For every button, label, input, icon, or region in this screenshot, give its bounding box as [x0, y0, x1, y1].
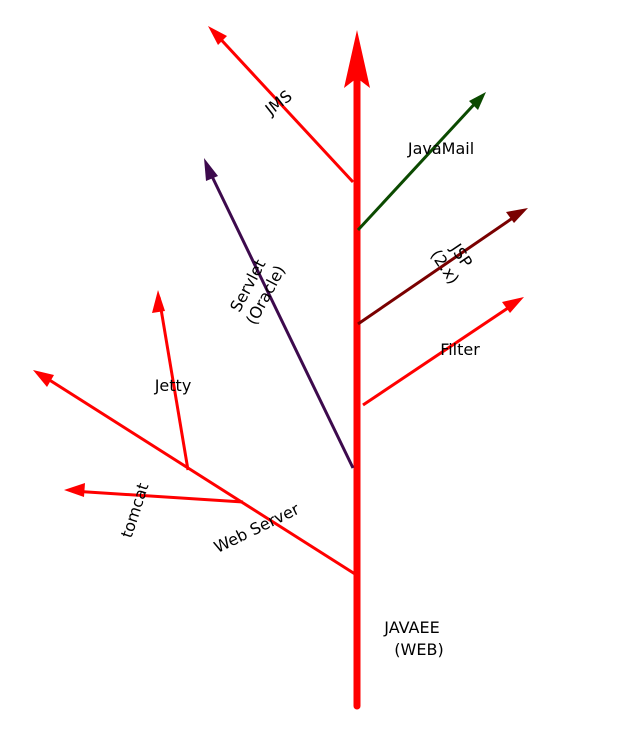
trunk-arrowhead [344, 30, 370, 88]
branch-jetty-arrowhead [152, 290, 165, 313]
branch-javamail-arrowhead [469, 92, 486, 110]
label-root-line1: JAVAEE [383, 618, 439, 637]
branch-webserver [33, 370, 356, 576]
branch-jetty-line [157, 296, 190, 471]
branch-jsp-line [357, 211, 521, 326]
branch-tomcat [64, 483, 244, 504]
branch-tomcat-arrowhead [64, 483, 85, 497]
branch-jms [208, 26, 355, 184]
label-jetty: Jetty [154, 376, 192, 395]
label-webserver: Web Server [211, 499, 303, 557]
branch-jms-arrowhead [208, 26, 227, 45]
branch-servlet-arrowhead [204, 158, 218, 181]
branch-filter-line [362, 300, 518, 407]
branch-jsp [357, 208, 528, 326]
branch-webserver-arrowhead [33, 370, 54, 387]
label-filter: Filter [440, 340, 480, 359]
branch-jsp-arrowhead [506, 208, 528, 223]
branch-servlet-line [205, 165, 355, 469]
branch-javamail-line [356, 96, 482, 232]
branch-tomcat-line [71, 489, 244, 504]
branch-jetty [152, 290, 190, 471]
branch-javamail [356, 92, 486, 232]
label-javamail: JavaMail [407, 139, 474, 158]
branch-servlet [204, 158, 355, 469]
branch-webserver-line [39, 372, 356, 576]
branch-jms-line [212, 30, 355, 184]
trunk-arrow [344, 30, 370, 710]
branch-filter-arrowhead [502, 297, 524, 313]
label-tomcat: tomcat [117, 480, 153, 540]
label-root-line2: (WEB) [394, 640, 443, 659]
label-root: JAVAEE (WEB) [383, 618, 443, 659]
label-jsp: JSP (2.x) [427, 239, 477, 287]
branch-filter [362, 297, 524, 407]
